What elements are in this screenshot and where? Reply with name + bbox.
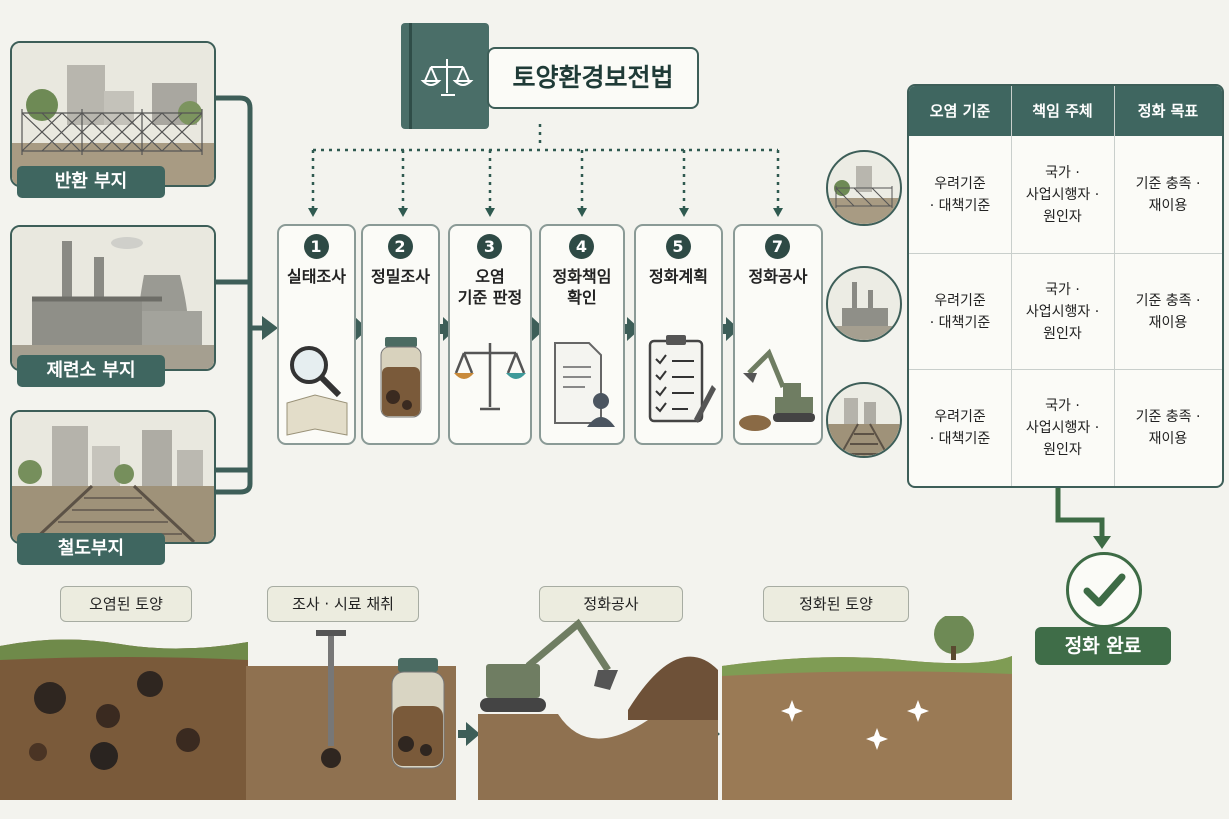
table-cell: 우려기준 · 대책기준 xyxy=(929,409,991,447)
check-icon xyxy=(1066,552,1142,628)
row-icon-railway-site xyxy=(826,382,902,458)
clipboard-icon xyxy=(648,335,716,423)
stage-label-cleaned: 정화된 토양 xyxy=(763,586,909,622)
smelter-illustration xyxy=(12,227,214,369)
step-number: 3 xyxy=(477,234,502,259)
fence-icon xyxy=(828,166,900,224)
site-label-returned: 반환 부지 xyxy=(17,166,165,198)
table-cell: 우려기준 · 대책기준 xyxy=(929,175,991,214)
step-number: 4 xyxy=(569,234,594,259)
step-number: 5 xyxy=(665,234,691,259)
table-header-cell: 정화 목표 xyxy=(1137,102,1199,120)
document-person-icon xyxy=(554,342,615,427)
table-cell: 기준 충족 · 재이용 xyxy=(1135,409,1201,447)
step-label: 정화계획 xyxy=(649,267,708,286)
fenced-site-illustration xyxy=(12,43,214,185)
table-header: 오염 기준 책임 주체 정화 목표 xyxy=(909,86,1222,136)
magnifier-icon xyxy=(286,346,348,436)
excavation-illustration xyxy=(478,618,718,800)
table-header-cell: 오염 기준 xyxy=(929,102,991,120)
site-card-returned xyxy=(10,41,216,187)
table-cell: 우려기준 · 대책기준 xyxy=(929,292,991,331)
law-book-icon xyxy=(401,23,489,129)
step-plan: 5 정화계획 xyxy=(634,224,723,445)
step-label: 오염 기준 판정 xyxy=(457,267,523,307)
cleaned-soil-illustration xyxy=(722,616,1012,800)
railway-illustration xyxy=(12,412,214,542)
step-number: 7 xyxy=(765,234,790,259)
step-label: 실태조사 xyxy=(287,267,346,286)
step-label: 정화공사 xyxy=(748,267,808,286)
site-label-railway: 철도부지 xyxy=(17,533,165,565)
law-title: 토양환경보전법 xyxy=(487,47,699,109)
row-icon-returned-site xyxy=(826,150,902,226)
balance-scale-icon xyxy=(454,343,526,411)
step-responsibility-check: 4 정화책임 확인 xyxy=(539,224,625,445)
table-cell: 국가 · 사업시행자 · 원인자 xyxy=(1025,398,1100,458)
table-cell: 기준 충족 · 재이용 xyxy=(1135,292,1201,331)
step-survey: 1 실태조사 xyxy=(277,224,356,445)
site-card-railway xyxy=(10,410,216,544)
stage-label-contaminated: 오염된 토양 xyxy=(60,586,192,622)
sample-jar-icon xyxy=(380,337,422,418)
excavator-icon xyxy=(739,348,815,431)
step-number: 2 xyxy=(387,234,413,259)
step-label: 정화책임 확인 xyxy=(552,267,612,307)
stage-label-sampling: 조사 · 시료 채취 xyxy=(267,586,419,622)
factory-icon xyxy=(828,282,900,340)
table-cell: 국가 · 사업시행자 · 원인자 xyxy=(1025,281,1100,342)
railway-icon xyxy=(828,398,900,456)
step-detailed-survey: 2 정밀조사 xyxy=(361,224,440,445)
table-cell: 기준 충족 · 재이용 xyxy=(1135,175,1201,214)
row-icon-smelter-site xyxy=(826,266,902,342)
step-construction: 7 정화공사 xyxy=(733,224,823,445)
site-label-smelter: 제련소 부지 xyxy=(17,355,165,387)
step-label: 정밀조사 xyxy=(371,267,430,286)
scales-icon xyxy=(420,59,474,96)
step-standard-judgment: 3 오염 기준 판정 xyxy=(448,224,532,445)
stage-label-construction: 정화공사 xyxy=(539,586,683,622)
table-cell: 국가 · 사업시행자 · 원인자 xyxy=(1025,164,1100,225)
table-header-cell: 책임 주체 xyxy=(1032,102,1093,120)
site-card-smelter xyxy=(10,225,216,371)
cleanup-criteria-table: 오염 기준 책임 주체 정화 목표 우려기준 · 대책기준 국가 · 사업시행자… xyxy=(907,84,1224,488)
step-number: 1 xyxy=(303,234,329,259)
cleanup-complete-badge: 정화 완료 xyxy=(1035,627,1171,665)
sampling-illustration xyxy=(246,630,456,800)
contaminated-soil-illustration xyxy=(0,639,248,800)
